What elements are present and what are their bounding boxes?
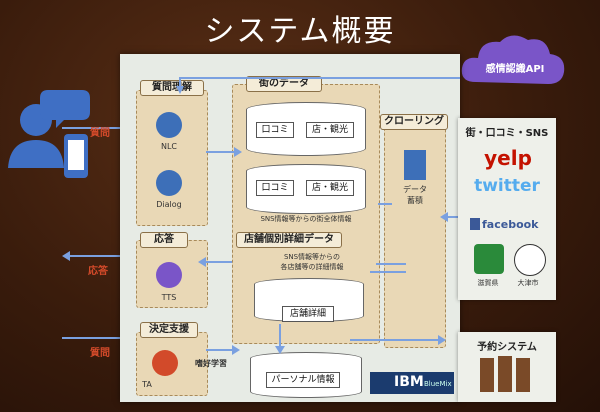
page-title: システム概要 xyxy=(204,14,396,49)
server-icon-2 xyxy=(498,356,512,392)
cloud-api-label: 感情認識API xyxy=(485,64,545,75)
twitter-logo: twitter xyxy=(474,176,540,196)
ta-icon xyxy=(152,350,178,376)
shop-tag-2: 店・観光 xyxy=(306,180,354,196)
decision-label: 決定支援 xyxy=(140,322,198,338)
ibm-bluemix-logo xyxy=(370,372,454,394)
response-label: 応答 xyxy=(140,232,188,248)
dialog-icon xyxy=(156,170,182,196)
understanding-label: 質問理解 xyxy=(140,80,204,96)
store-detail-tag: 店舗詳細 xyxy=(282,306,334,322)
logo2-label: 大津市 xyxy=(517,279,539,287)
server-icon-1 xyxy=(480,358,494,392)
question-label-1: 質問 xyxy=(90,128,110,139)
dialog-label: Dialog xyxy=(156,200,182,209)
store-detail-data-label: 店舗個別詳細データ xyxy=(236,232,342,248)
user-icon xyxy=(8,90,90,178)
server-icon-3 xyxy=(516,358,530,392)
internal-arrows xyxy=(176,77,460,355)
sns-store-info: SNS情報等からの 各店舗等の詳細情報 xyxy=(280,253,344,271)
external-title: 街・口コミ・SNS xyxy=(465,128,549,139)
tts-label: TTS xyxy=(161,293,177,302)
data-store-label: データ 蓄積 xyxy=(403,185,427,205)
review-tag-1: 口コミ xyxy=(256,122,294,138)
answer-label: 応答 xyxy=(88,266,108,277)
reservation-title: 予約システム xyxy=(477,342,537,353)
bluemix-text: BlueMix xyxy=(424,380,452,388)
crawling-label: クローリング xyxy=(380,114,448,130)
server-icon xyxy=(404,150,426,180)
ta-label: TA xyxy=(142,380,152,389)
personal-info-tag: パーソナル情報 xyxy=(266,372,340,388)
sns-city-info: SNS情報等からの街全体情報 xyxy=(260,215,352,223)
question-label-2: 質問 xyxy=(90,348,110,359)
logo1-label: 滋賀県 xyxy=(477,279,499,287)
preference-label: 嗜好学習 xyxy=(195,359,227,368)
city-data-label: 街のデータ xyxy=(246,76,322,92)
tts-icon xyxy=(156,262,182,288)
facebook-logo: facebook xyxy=(482,218,539,231)
cloud-icon xyxy=(461,35,565,84)
shop-tag-1: 店・観光 xyxy=(306,122,354,138)
facebook-icon xyxy=(470,218,480,230)
nlc-label: NLC xyxy=(160,142,178,151)
ibm-text: IBM xyxy=(394,374,424,390)
city-emblem-icon xyxy=(514,244,546,276)
nlc-icon xyxy=(156,112,182,138)
review-tag-2: 口コミ xyxy=(256,180,294,196)
yelp-logo: yelp xyxy=(484,146,532,170)
prefecture-emblem-icon xyxy=(474,244,504,274)
